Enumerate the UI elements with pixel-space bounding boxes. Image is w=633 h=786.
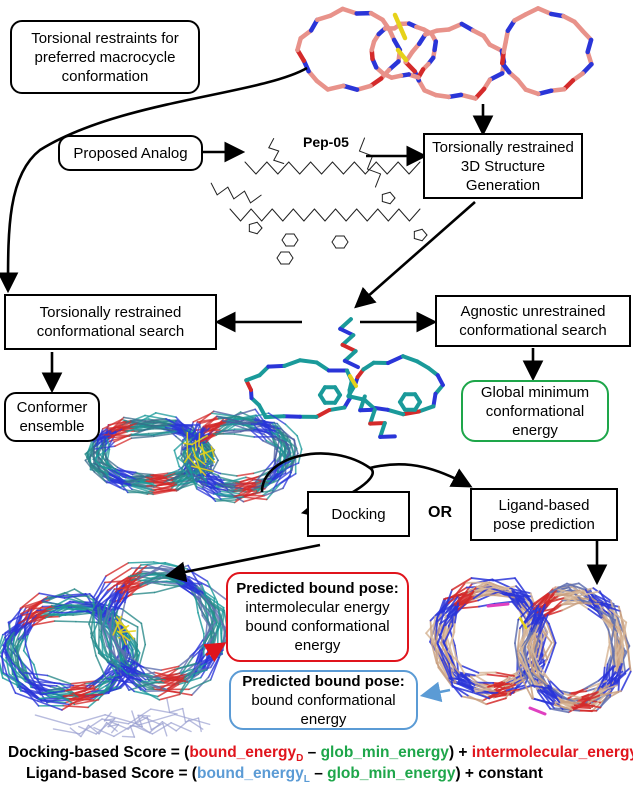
docking-bound-energy: bound_energyD	[189, 744, 304, 765]
global-minimum-box: Global minimum conformational energy	[461, 380, 609, 442]
global-minimum-text: Global minimum conformational energy	[480, 383, 590, 439]
or-label: OR	[428, 504, 452, 521]
restrained-3d-structure	[244, 317, 445, 439]
docking-box: Docking	[307, 491, 410, 537]
docking-dash: –	[303, 744, 321, 761]
docking-glob-min: glob_min_energy	[320, 744, 449, 761]
docking-text: Docking	[331, 505, 386, 523]
predicted-pose-docking-body: intermolecular energy bound conformation…	[245, 599, 390, 654]
proposed-analog-box: Proposed Analog	[58, 135, 203, 171]
torsional-restraints-box: Torsional restraints for preferred macro…	[10, 20, 200, 94]
predicted-pose-docking-box: Predicted bound pose: intermolecular ene…	[226, 572, 409, 662]
ligand-glob-min: glob_min_energy	[327, 765, 456, 782]
predicted-pose-docking-title: Predicted bound pose:	[236, 580, 399, 597]
restrained-generation-box: Torsionally restrained 3D Structure Gene…	[423, 133, 583, 199]
torsional-restraints-text: Torsional restraints for preferred macro…	[31, 29, 179, 85]
docking-bound-sub: D	[296, 753, 304, 765]
arrow-ensemble-to-ligand	[369, 463, 473, 488]
arrow-docking-to-pose	[164, 543, 321, 583]
pep-05-label: Pep-05	[303, 134, 349, 150]
proposed-analog-text: Proposed Analog	[73, 144, 188, 162]
arrow-red-to-pred-dock	[203, 642, 227, 663]
conformer-ensemble-structure	[84, 408, 303, 504]
ligand-based-text: Ligand-based pose prediction	[493, 496, 595, 533]
ligand-bound-energy: bound_energyL	[196, 765, 310, 786]
conformer-ensemble-text: Conformer ensemble	[16, 399, 88, 435]
ligand-dash: –	[309, 765, 328, 782]
arrow-restraints-to-search	[0, 66, 308, 294]
conformer-ensemble-box: Conformer ensemble	[4, 392, 100, 442]
ligand-based-box: Ligand-based pose prediction	[470, 488, 618, 541]
docking-score-prefix: Docking-based Score = (	[8, 744, 190, 761]
arrow-generation-to-3d	[354, 201, 476, 309]
docking-bound-energy-text: bound_energy	[189, 744, 297, 761]
agnostic-search-text: Agnostic unrestrained conformational sea…	[459, 303, 607, 339]
ligand-score-prefix: Ligand-based Score = (	[26, 765, 197, 782]
predicted-pose-ligand-body: bound conformational energy	[251, 691, 396, 728]
predicted-pose-ligand-title: Predicted bound pose:	[242, 672, 405, 690]
restrained-generation-text: Torsionally restrained 3D Structure Gene…	[432, 138, 574, 194]
pep-05-2d-structure	[210, 137, 428, 265]
docking-intermolecular: intermolecular_energy	[471, 744, 633, 761]
ligand-bound-sub: L	[303, 774, 310, 786]
restrained-search-text: Torsionally restrained conformational se…	[36, 304, 185, 340]
ligand-plus-constant: ) + constant	[455, 765, 543, 782]
restrained-search-box: Torsionally restrained conformational se…	[4, 294, 217, 350]
ligand-pose-structure	[425, 577, 632, 716]
macrocycle-structure-top	[295, 6, 594, 101]
docking-pose-structure	[0, 561, 231, 738]
docking-score-formula: Docking-based Score = (bound_energyD – g…	[8, 744, 633, 764]
agnostic-search-box: Agnostic unrestrained conformational sea…	[435, 295, 631, 347]
ligand-score-formula: Ligand-based Score = (bound_energyL – gl…	[26, 765, 543, 785]
predicted-pose-ligand-box: Predicted bound pose: bound conformation…	[229, 670, 418, 730]
docking-plus: ) +	[448, 744, 472, 761]
arrow-blue-to-pred-lig	[419, 681, 451, 703]
ligand-bound-energy-text: bound_energy	[196, 765, 304, 782]
